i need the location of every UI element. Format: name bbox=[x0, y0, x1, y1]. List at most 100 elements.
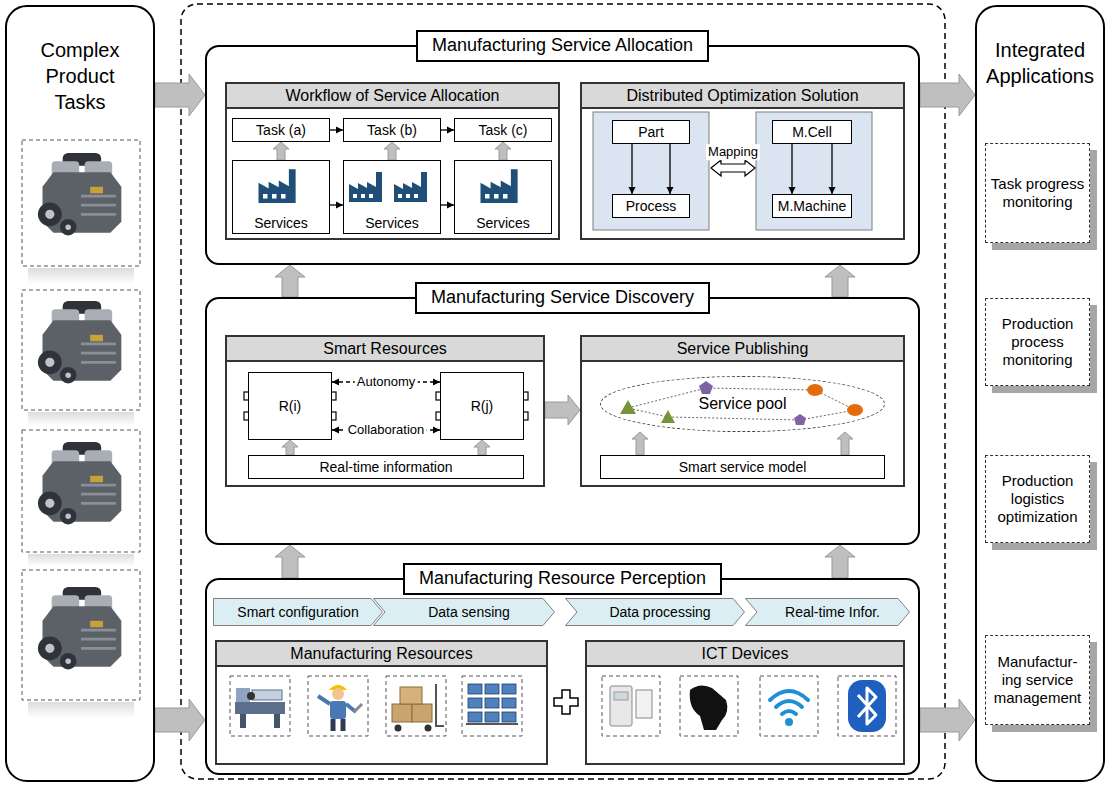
ict-device-icons-part bbox=[610, 686, 632, 726]
module-panel: Distributed Optimization SolutionPartPro… bbox=[580, 82, 905, 240]
block-arrow bbox=[837, 432, 853, 455]
chevron-shape bbox=[746, 599, 910, 626]
flow-arrow bbox=[330, 127, 343, 134]
node-text: R(j) bbox=[469, 398, 496, 414]
node-text: Production logistics optimization bbox=[989, 472, 1086, 526]
resource-icons-part bbox=[333, 719, 343, 731]
node-text: M.Cell bbox=[790, 124, 834, 140]
resource-icons-part bbox=[436, 684, 444, 726]
node-text: Data sensing bbox=[418, 604, 510, 620]
resource-icons-part-part bbox=[485, 712, 499, 722]
resource-icons-part bbox=[354, 704, 362, 712]
block-arrow-shape bbox=[273, 142, 289, 160]
arrowhead bbox=[667, 187, 674, 194]
application-box: Task progress monitoring bbox=[985, 143, 1090, 243]
ict-device-icons-part-part bbox=[770, 691, 808, 700]
node-text: Task (b) bbox=[365, 122, 419, 138]
module-panel: Smart ResourcesR(i) R(j) Real-time informa… bbox=[225, 335, 545, 487]
node-text: Smart service model bbox=[677, 459, 809, 475]
node-text: Real-time Infor. bbox=[775, 604, 880, 620]
engine-images-part bbox=[22, 430, 140, 552]
module-panel: Manufacturing Resources bbox=[215, 640, 548, 765]
process-box: Task (c) bbox=[454, 118, 552, 142]
block-arrow bbox=[920, 699, 975, 741]
step-chevron: Data sensing bbox=[373, 598, 555, 626]
node-text: Manufactur-ing service management bbox=[989, 653, 1086, 707]
resource-icons-part-part bbox=[462, 676, 522, 736]
resource-icons-part-part bbox=[502, 712, 516, 722]
block-arrow-shape bbox=[825, 265, 855, 297]
ict-device-icons-part bbox=[690, 685, 728, 730]
process-box: R(i) bbox=[248, 372, 332, 440]
block-arrow bbox=[155, 699, 205, 741]
mapping-label: Mapping bbox=[706, 144, 760, 160]
factory-icons bbox=[259, 169, 518, 203]
node-text: Part bbox=[636, 124, 666, 140]
node-text: Services bbox=[365, 215, 419, 233]
platform-region bbox=[181, 4, 945, 779]
arrowhead bbox=[332, 379, 339, 386]
resource-icons-part bbox=[468, 684, 516, 722]
process-box: Real-time information bbox=[248, 455, 524, 479]
resource-icons-part-part bbox=[502, 684, 516, 694]
engine-images-part bbox=[38, 442, 121, 525]
block-arrow bbox=[282, 440, 298, 455]
engine-images-part bbox=[38, 301, 121, 384]
factory-icons-part bbox=[394, 172, 427, 202]
ict-device-icons-part-part bbox=[782, 711, 796, 714]
ict-device-icons-part bbox=[614, 692, 628, 700]
arrowhead bbox=[336, 127, 343, 134]
edge-label: Collaboration bbox=[346, 422, 427, 438]
resource-icons-part-part bbox=[502, 698, 516, 708]
plus-sign bbox=[554, 690, 578, 714]
block-arrow-shape bbox=[920, 74, 975, 116]
node-text: Services bbox=[254, 215, 308, 233]
resource-icons-part-part bbox=[230, 676, 290, 736]
block-arrow bbox=[495, 142, 511, 160]
block-arrow bbox=[632, 432, 648, 455]
process-box: R(j) bbox=[440, 372, 524, 440]
step-chevron: Data processing bbox=[565, 598, 745, 626]
ict-device-icons-part-part bbox=[838, 676, 896, 736]
resource-icons-part-part bbox=[308, 676, 368, 736]
resource-icons-part-part bbox=[468, 698, 482, 708]
block-arrow-shape bbox=[920, 699, 975, 741]
engine-images-part bbox=[28, 412, 134, 426]
node-text: Smart Resources bbox=[227, 337, 543, 362]
resource-icons-part bbox=[330, 701, 346, 719]
connector-line bbox=[669, 144, 670, 194]
process-box: Process bbox=[612, 194, 690, 218]
node-text: R(i) bbox=[277, 398, 304, 414]
arrowhead bbox=[447, 202, 454, 209]
engine-images-part bbox=[22, 290, 140, 410]
ict-device-icons-part-part bbox=[680, 676, 738, 736]
service-pool-shapes-part bbox=[699, 381, 713, 394]
ict-device-icons-part bbox=[848, 680, 886, 732]
resource-icons-part bbox=[274, 714, 280, 728]
resource-icons-part bbox=[318, 696, 356, 712]
flow-arrow bbox=[789, 144, 796, 194]
resource-icons bbox=[230, 676, 522, 736]
layer-box: Manufacturing Service DiscoverySmart Res… bbox=[205, 297, 920, 545]
engine-images-part bbox=[28, 702, 134, 718]
application-box: Production logistics optimization bbox=[985, 455, 1090, 543]
service-pool-shapes-part bbox=[620, 400, 636, 414]
arrowhead bbox=[433, 379, 440, 386]
flow-arrow bbox=[667, 144, 674, 194]
block-arrow bbox=[275, 265, 305, 297]
ict-device-icons-part bbox=[636, 690, 652, 718]
arrowhead bbox=[447, 127, 454, 134]
node-text: M.Machine bbox=[776, 198, 848, 214]
step-chevron: Smart configuration bbox=[213, 598, 383, 626]
flow-arrow bbox=[330, 202, 343, 209]
engine-images-part bbox=[28, 554, 134, 566]
service-pool-shapes-part bbox=[847, 404, 863, 416]
module-panel: Service PublishingService poolSmart serv… bbox=[580, 335, 905, 487]
resource-icons-part bbox=[247, 692, 255, 700]
resource-icons-part-part bbox=[485, 684, 499, 694]
service-pool-shapes-part bbox=[807, 384, 823, 396]
node-text: Distributed Optimization Solution bbox=[582, 84, 903, 109]
connector-line bbox=[831, 144, 832, 194]
step-chevron: Real-time Infor. bbox=[745, 598, 910, 626]
